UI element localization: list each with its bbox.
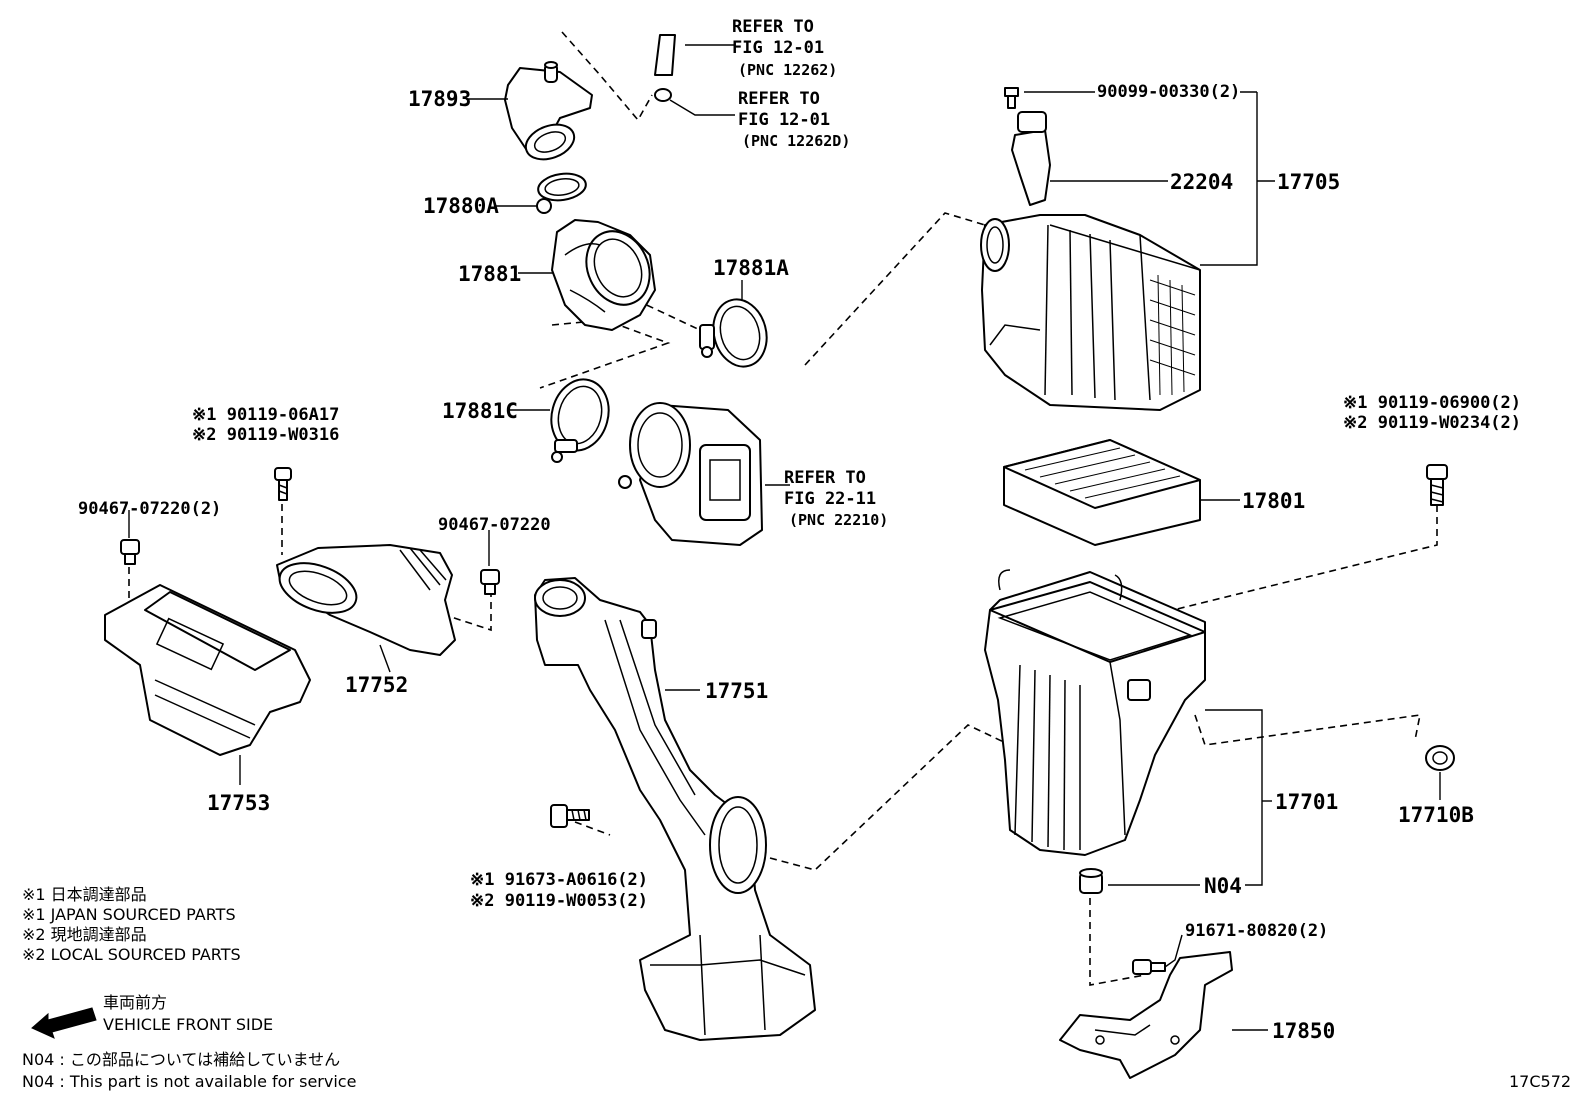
part-17710b-grommet <box>1425 745 1455 800</box>
legend-line-4: ※2 LOCAL SOURCED PARTS <box>22 945 241 964</box>
n04-note-en: N04 : This part is not available for ser… <box>22 1072 356 1091</box>
part-22204-sensor <box>1004 87 1168 206</box>
part-labels: 17893 17880A 17881 17881A 17881C 22204 1… <box>78 82 1521 1043</box>
label-17752: 17752 <box>345 673 408 697</box>
legend-line-1: ※1 日本調達部品 <box>22 885 147 904</box>
label-17751: 17751 <box>705 679 768 703</box>
part-17752-inlet <box>276 544 456 673</box>
bolt-90467-07220-2 <box>120 510 140 565</box>
ref2-line2: FIG 12-01 <box>738 110 830 130</box>
label-91671-80820: 91671-80820(2) <box>1185 921 1328 941</box>
front-label-en: VEHICLE FRONT SIDE <box>103 1015 273 1034</box>
part-17751-duct <box>534 577 816 1041</box>
legend-line-2: ※1 JAPAN SOURCED PARTS <box>22 905 236 924</box>
figure-id: 17C572 <box>1509 1072 1571 1091</box>
part-17881-hose <box>518 219 656 331</box>
label-17705: 17705 <box>1277 170 1340 194</box>
part-17801-filter <box>1003 439 1240 546</box>
n04-note-jp: N04 : この部品については補給していません <box>22 1050 340 1069</box>
label-22204: 22204 <box>1170 170 1233 194</box>
part-17881a-clamp <box>699 280 768 368</box>
label-17710b: 17710B <box>1398 803 1474 827</box>
label-17801: 17801 <box>1242 489 1305 513</box>
ref3-line1: REFER TO <box>784 468 866 488</box>
label-17701: 17701 <box>1275 790 1338 814</box>
dashed-guides <box>128 31 1438 986</box>
legend-line-3: ※2 現地調達部品 <box>22 925 147 944</box>
label-17880a: 17880A <box>423 194 499 218</box>
label-bolt-left-1: ※1 90119-06A17 <box>192 405 339 425</box>
bolt-90119-06a17 <box>274 467 292 501</box>
bolt-90467-07220 <box>480 530 500 595</box>
label-n04: N04 <box>1204 874 1242 898</box>
label-90467-07220-2: 90467-07220(2) <box>78 499 221 519</box>
part-17701-cleaner-case <box>984 569 1272 886</box>
part-17705-cleaner-cap <box>980 91 1275 411</box>
front-arrow-icon <box>31 1007 97 1039</box>
label-17893: 17893 <box>408 87 471 111</box>
label-17850: 17850 <box>1272 1019 1335 1043</box>
label-90099-00330: 90099-00330(2) <box>1097 82 1240 102</box>
label-17881a: 17881A <box>713 256 789 280</box>
label-17881c: 17881C <box>442 399 518 423</box>
label-bolt-left-2: ※2 90119-W0316 <box>192 425 339 445</box>
ref3-line3: (PNC 22210) <box>789 511 888 529</box>
legend: ※1 日本調達部品 ※1 JAPAN SOURCED PARTS ※2 現地調達… <box>22 885 356 1091</box>
bolt-90119-06900 <box>1426 464 1448 506</box>
part-17880a-clamp <box>496 172 587 214</box>
label-bolt-mid-2: ※2 90119-W0053(2) <box>470 891 648 911</box>
ref1-line1: REFER TO <box>732 17 814 37</box>
part-17893-intake <box>504 61 593 161</box>
ref3-line2: FIG 22-11 <box>784 489 876 509</box>
ref2-line1: REFER TO <box>738 89 820 109</box>
ref-hose-pieces <box>654 34 735 116</box>
label-17753: 17753 <box>207 791 270 815</box>
bolt-91673-a0616 <box>550 804 590 828</box>
ref1-line3: (PNC 12262) <box>738 61 837 79</box>
ref1-line2: FIG 12-01 <box>732 38 824 58</box>
refer-notes: REFER TO FIG 12-01 (PNC 12262) REFER TO … <box>732 17 888 529</box>
front-label-jp: 車両前方 <box>103 993 167 1012</box>
throttle-body <box>618 402 790 546</box>
part-n04-grommet <box>1079 868 1200 894</box>
label-bolt-mid-1: ※1 91673-A0616(2) <box>470 870 648 890</box>
label-bolt-right-2: ※2 90119-W0234(2) <box>1343 413 1521 433</box>
part-17753-inlet-lower <box>104 584 311 785</box>
ref2-line3: (PNC 12262D) <box>742 132 850 150</box>
part-17881c-clamp <box>510 378 610 463</box>
part-17850-bracket <box>1059 934 1268 1079</box>
label-bolt-right-1: ※1 90119-06900(2) <box>1343 393 1521 413</box>
label-90467-07220: 90467-07220 <box>438 515 551 535</box>
label-17881: 17881 <box>458 262 521 286</box>
